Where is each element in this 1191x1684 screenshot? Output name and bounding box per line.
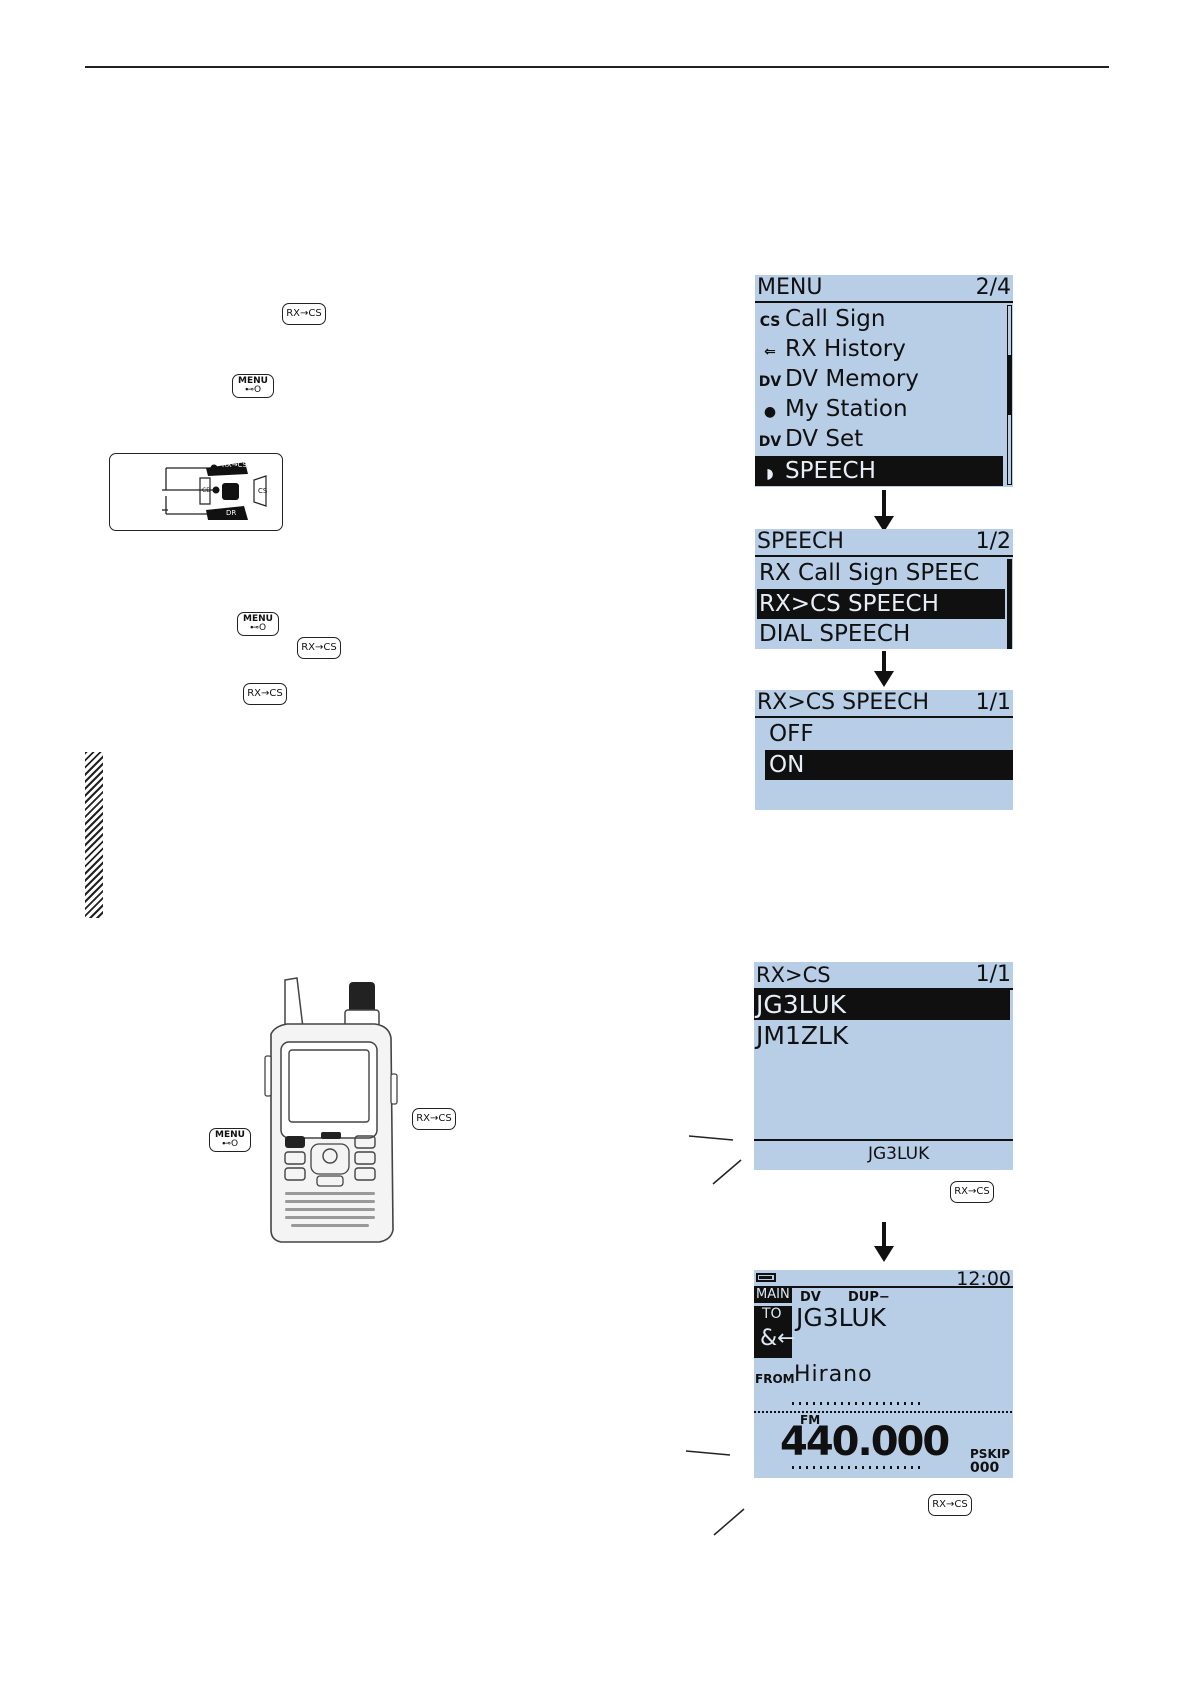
rxcs-key-icon: RX→CS: [243, 683, 287, 705]
pskip-label: PSKIP: [970, 1447, 1010, 1461]
page-indicator: 1/2: [975, 529, 1011, 554]
callsign-item-jg3luk[interactable]: JG3LUK: [754, 990, 1010, 1020]
reply-icon: &←: [760, 1326, 796, 1351]
rxcs-key-icon: RX→CS: [282, 303, 326, 325]
rxcs-key-icon: RX→CS: [297, 637, 341, 659]
option-on[interactable]: ON: [765, 750, 1013, 780]
clock: 12:00: [956, 1270, 1011, 1290]
mode-fm: FM: [800, 1413, 821, 1427]
screen-title: SPEECH: [757, 529, 844, 554]
lcd-rxcs-speech-screen: RX>CS SPEECH 1/1 OFF ON: [755, 690, 1013, 810]
menu-key-icon: MENU⊷O: [237, 612, 279, 636]
from-label: FROM: [755, 1372, 795, 1386]
mode-dv: DV: [800, 1290, 821, 1305]
speech-item-dial-speech[interactable]: DIAL SPEECH: [759, 621, 911, 647]
s-meter: [792, 1402, 922, 1405]
callsign-item-jm1zlk[interactable]: JM1ZLK: [756, 1021, 849, 1050]
diagram-cd-label: CD: [202, 487, 211, 494]
diagram-dr-label: DR: [226, 509, 237, 517]
menu-key-icon: MENU⊷O: [232, 374, 274, 398]
scrollbar-thumb[interactable]: [1007, 355, 1012, 415]
rxcs-key-icon: RX→CS: [928, 1494, 972, 1516]
speech-item-rxcs-speech[interactable]: RX>CS SPEECH: [757, 589, 1005, 619]
main-badge: MAIN: [754, 1287, 792, 1303]
to-badge: TO &←: [754, 1306, 796, 1358]
dv-set-icon: DV: [758, 434, 782, 450]
note-hatch-bar: [85, 752, 103, 918]
scrollbar[interactable]: [1007, 559, 1012, 649]
battery-icon: [756, 1273, 776, 1282]
diagram-rxcs-label: RX→CS: [222, 461, 247, 469]
status-divider: [754, 1286, 1013, 1288]
from-name: Hirano: [794, 1362, 873, 1387]
to-label: TO: [762, 1306, 782, 1322]
page-indicator: 1/1: [975, 962, 1011, 987]
lcd-main-screen: 12:00 MAIN DV DUP− TO &← JG3LUK FROM Hir…: [754, 1270, 1013, 1478]
option-off[interactable]: OFF: [769, 721, 814, 747]
dotted-divider: [754, 1411, 1013, 1413]
lcd-speech-screen: SPEECH 1/2 RX Call Sign SPEEC RX>CS SPEE…: [755, 529, 1013, 649]
top-rule: [85, 66, 1109, 68]
lcd-header: SPEECH 1/2: [755, 529, 1013, 557]
transceiver-illustration: [264, 977, 398, 1243]
footer-divider: [754, 1139, 1013, 1141]
to-callsign: JG3LUK: [796, 1303, 887, 1332]
screen-title: RX>CS: [756, 963, 831, 987]
rx-history-icon: ⇐: [764, 344, 776, 360]
key-layout-diagram: RX→CS CS DR CD: [109, 453, 283, 531]
page-indicator: 1/1: [975, 690, 1011, 715]
lcd-rxcs-list-screen: RX>CS 1/1 JG3LUK JM1ZLK JG3LUK: [754, 962, 1013, 1170]
channel-number: 000: [970, 1460, 1000, 1476]
screen-title: RX>CS SPEECH: [757, 690, 930, 715]
menu-item-my-station[interactable]: ●My Station: [755, 394, 1005, 424]
lcd-header: RX>CS 1/1: [754, 962, 1013, 990]
duplex-indicator: DUP−: [848, 1290, 890, 1305]
key-layout-drawing: [162, 462, 267, 520]
dv-memory-icon: DV: [758, 374, 782, 390]
menu-item-speech[interactable]: ◗SPEECH: [755, 456, 1003, 486]
menu-key-icon: MENU⊷O: [209, 1128, 251, 1152]
footer-callsign: JG3LUK: [868, 1144, 930, 1164]
lcd-header: RX>CS SPEECH 1/1: [755, 690, 1013, 718]
speech-item-rx-call-sign[interactable]: RX Call Sign SPEEC: [759, 560, 980, 586]
diagram-cs-label: CS: [258, 487, 268, 495]
power-meter: [792, 1466, 922, 1469]
callout-lines: [685, 1450, 745, 1536]
person-icon: ●: [763, 404, 777, 420]
page-indicator: 2/4: [975, 275, 1011, 300]
screen-title: MENU: [757, 275, 823, 300]
lcd-header: MENU 2/4: [755, 275, 1013, 303]
callout-lines: [688, 1135, 742, 1185]
speaker-icon: ◗: [766, 466, 774, 482]
frequency: 440.000: [780, 1419, 950, 1465]
rxcs-key-icon: RX→CS: [412, 1108, 456, 1130]
rxcs-key-icon: RX→CS: [950, 1181, 994, 1203]
menu-item-rx-history[interactable]: ⇐RX History: [755, 334, 1005, 364]
call-sign-icon: CS: [759, 314, 781, 330]
